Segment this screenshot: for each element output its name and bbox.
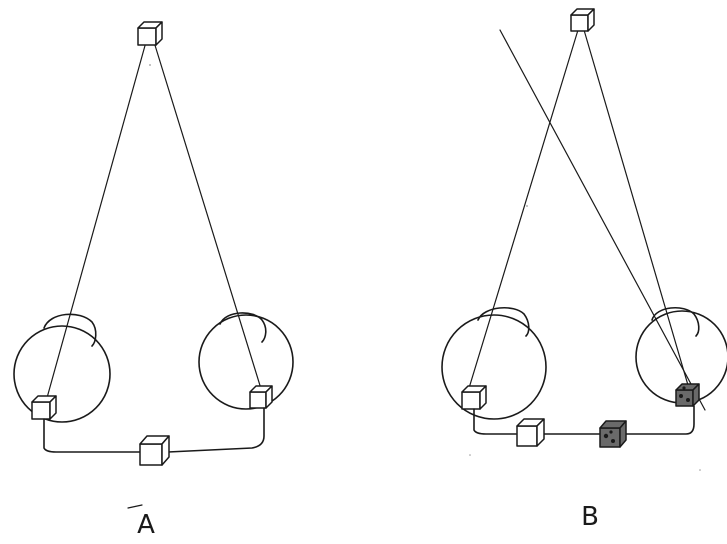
panel-b-shaded-percept-cube [599, 420, 627, 448]
panel-b-left-retinal-image [461, 385, 487, 410]
panel-a-label-stroke [127, 504, 143, 509]
panel-b-label: B [581, 502, 599, 532]
panel-b-sight-line-left [465, 29, 579, 399]
panel-a-combined-percept-cube [139, 435, 170, 466]
panel-b-left-eyeball [441, 314, 547, 420]
panel-a-right-eyeball [198, 314, 294, 410]
panel-a-right-eye [198, 312, 294, 410]
panel-a-left-cornea [43, 313, 97, 347]
paper-speckles [149, 64, 701, 471]
panel-a-right-cornea [219, 312, 267, 343]
panel-a-distant-object-cube [137, 21, 163, 46]
panel-b-intruding-line [499, 29, 706, 411]
panel-a-label: A [137, 510, 155, 540]
panel-b-plain-percept-cube [516, 418, 545, 447]
panel-a-right-retinal-image [249, 385, 273, 409]
panel-a-sight-line-right [153, 41, 263, 393]
panel-a-sight-lines [44, 41, 263, 406]
panel-b-right-cornea [651, 307, 700, 337]
panel-a-sight-line-left [44, 41, 147, 406]
panel-b-left-eye [441, 307, 547, 420]
panel-a-left-eyeball [13, 325, 111, 423]
panel-a-left-retinal-image [31, 395, 57, 420]
panel-a-left-eye [13, 313, 111, 423]
panel-b-left-cornea [477, 307, 530, 337]
panel-b-right-retinal-image-shaded [675, 383, 700, 407]
panel-b-neural-pathway [473, 405, 695, 435]
panel-b-sight-line-right [583, 29, 691, 393]
panel-b-sight-lines [465, 29, 706, 411]
panel-a-neural-pathway [43, 407, 265, 453]
panel-b: B [441, 8, 727, 532]
panel-a: A [13, 21, 294, 540]
panel-b-distant-object-cube [570, 8, 595, 32]
